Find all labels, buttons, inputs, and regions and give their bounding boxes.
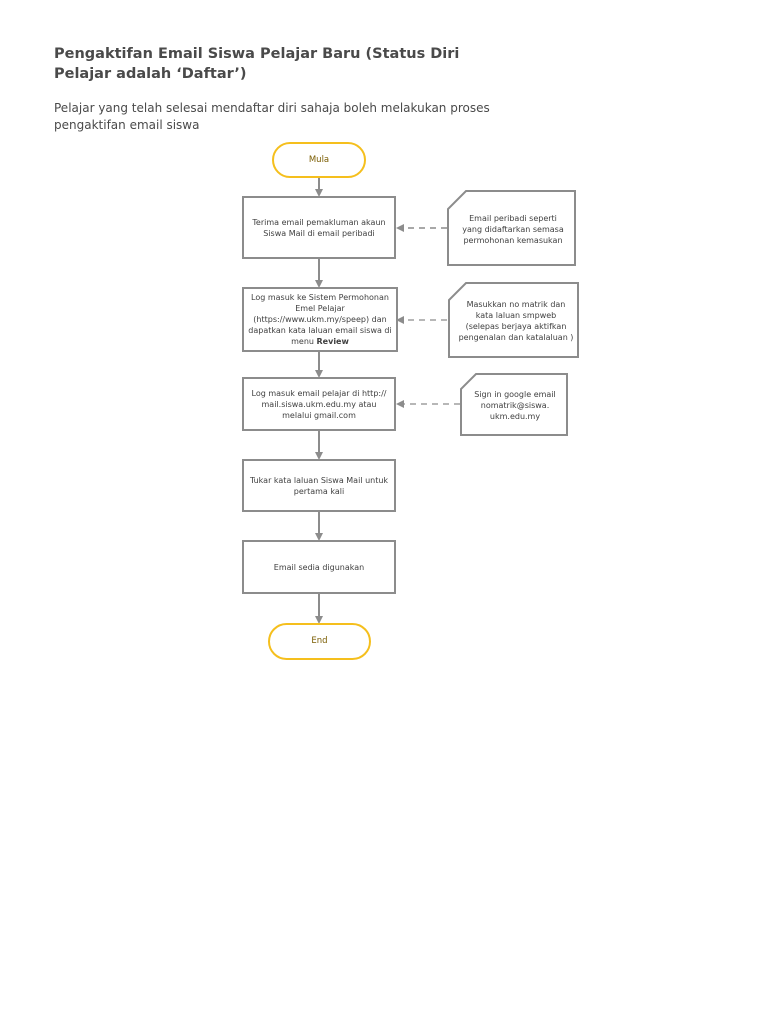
- note-shape-2: [448, 282, 579, 358]
- step-change-password: Tukar kata laluan Siswa Mail untuk perta…: [242, 459, 396, 512]
- note-shape-1: [447, 190, 576, 266]
- step-5-label: Email sedia digunakan: [273, 562, 365, 572]
- step-login-siswa-mail: Log masuk email pelajar di http:// mail.…: [242, 377, 396, 431]
- step-email-ready: Email sedia digunakan: [242, 540, 396, 594]
- intro-text: Pelajar yang telah selesai mendaftar dir…: [54, 101, 490, 132]
- note-shape-3: [460, 373, 568, 436]
- step-receive-email: Terima email pemakluman akaun Siswa Mail…: [242, 196, 396, 259]
- step-3-label: Log masuk email pelajar di http:// mail.…: [251, 388, 387, 420]
- start-terminal: Mula: [272, 142, 366, 178]
- review-menu-label: Review: [316, 337, 349, 346]
- note-google-signin: Sign in google email nomatrik@siswa. ukm…: [474, 389, 556, 421]
- page-title: Pengaktifan Email Siswa Pelajar Baru (St…: [54, 46, 460, 82]
- step-login-speep: Log masuk ke Sistem Permohonan Emel Pela…: [242, 287, 398, 352]
- step-4-label: Tukar kata laluan Siswa Mail untuk perta…: [249, 475, 389, 496]
- note-matric-login: Masukkan no matrik dan kata laluan smpwe…: [458, 300, 574, 342]
- step-2-label: Log masuk ke Sistem Permohonan Emel Pela…: [248, 293, 392, 346]
- end-terminal: End: [268, 623, 371, 660]
- note-personal-email: Email peribadi seperti yang didaftarkan …: [462, 213, 564, 245]
- step-1-label: Terima email pemakluman akaun Siswa Mail…: [252, 217, 386, 238]
